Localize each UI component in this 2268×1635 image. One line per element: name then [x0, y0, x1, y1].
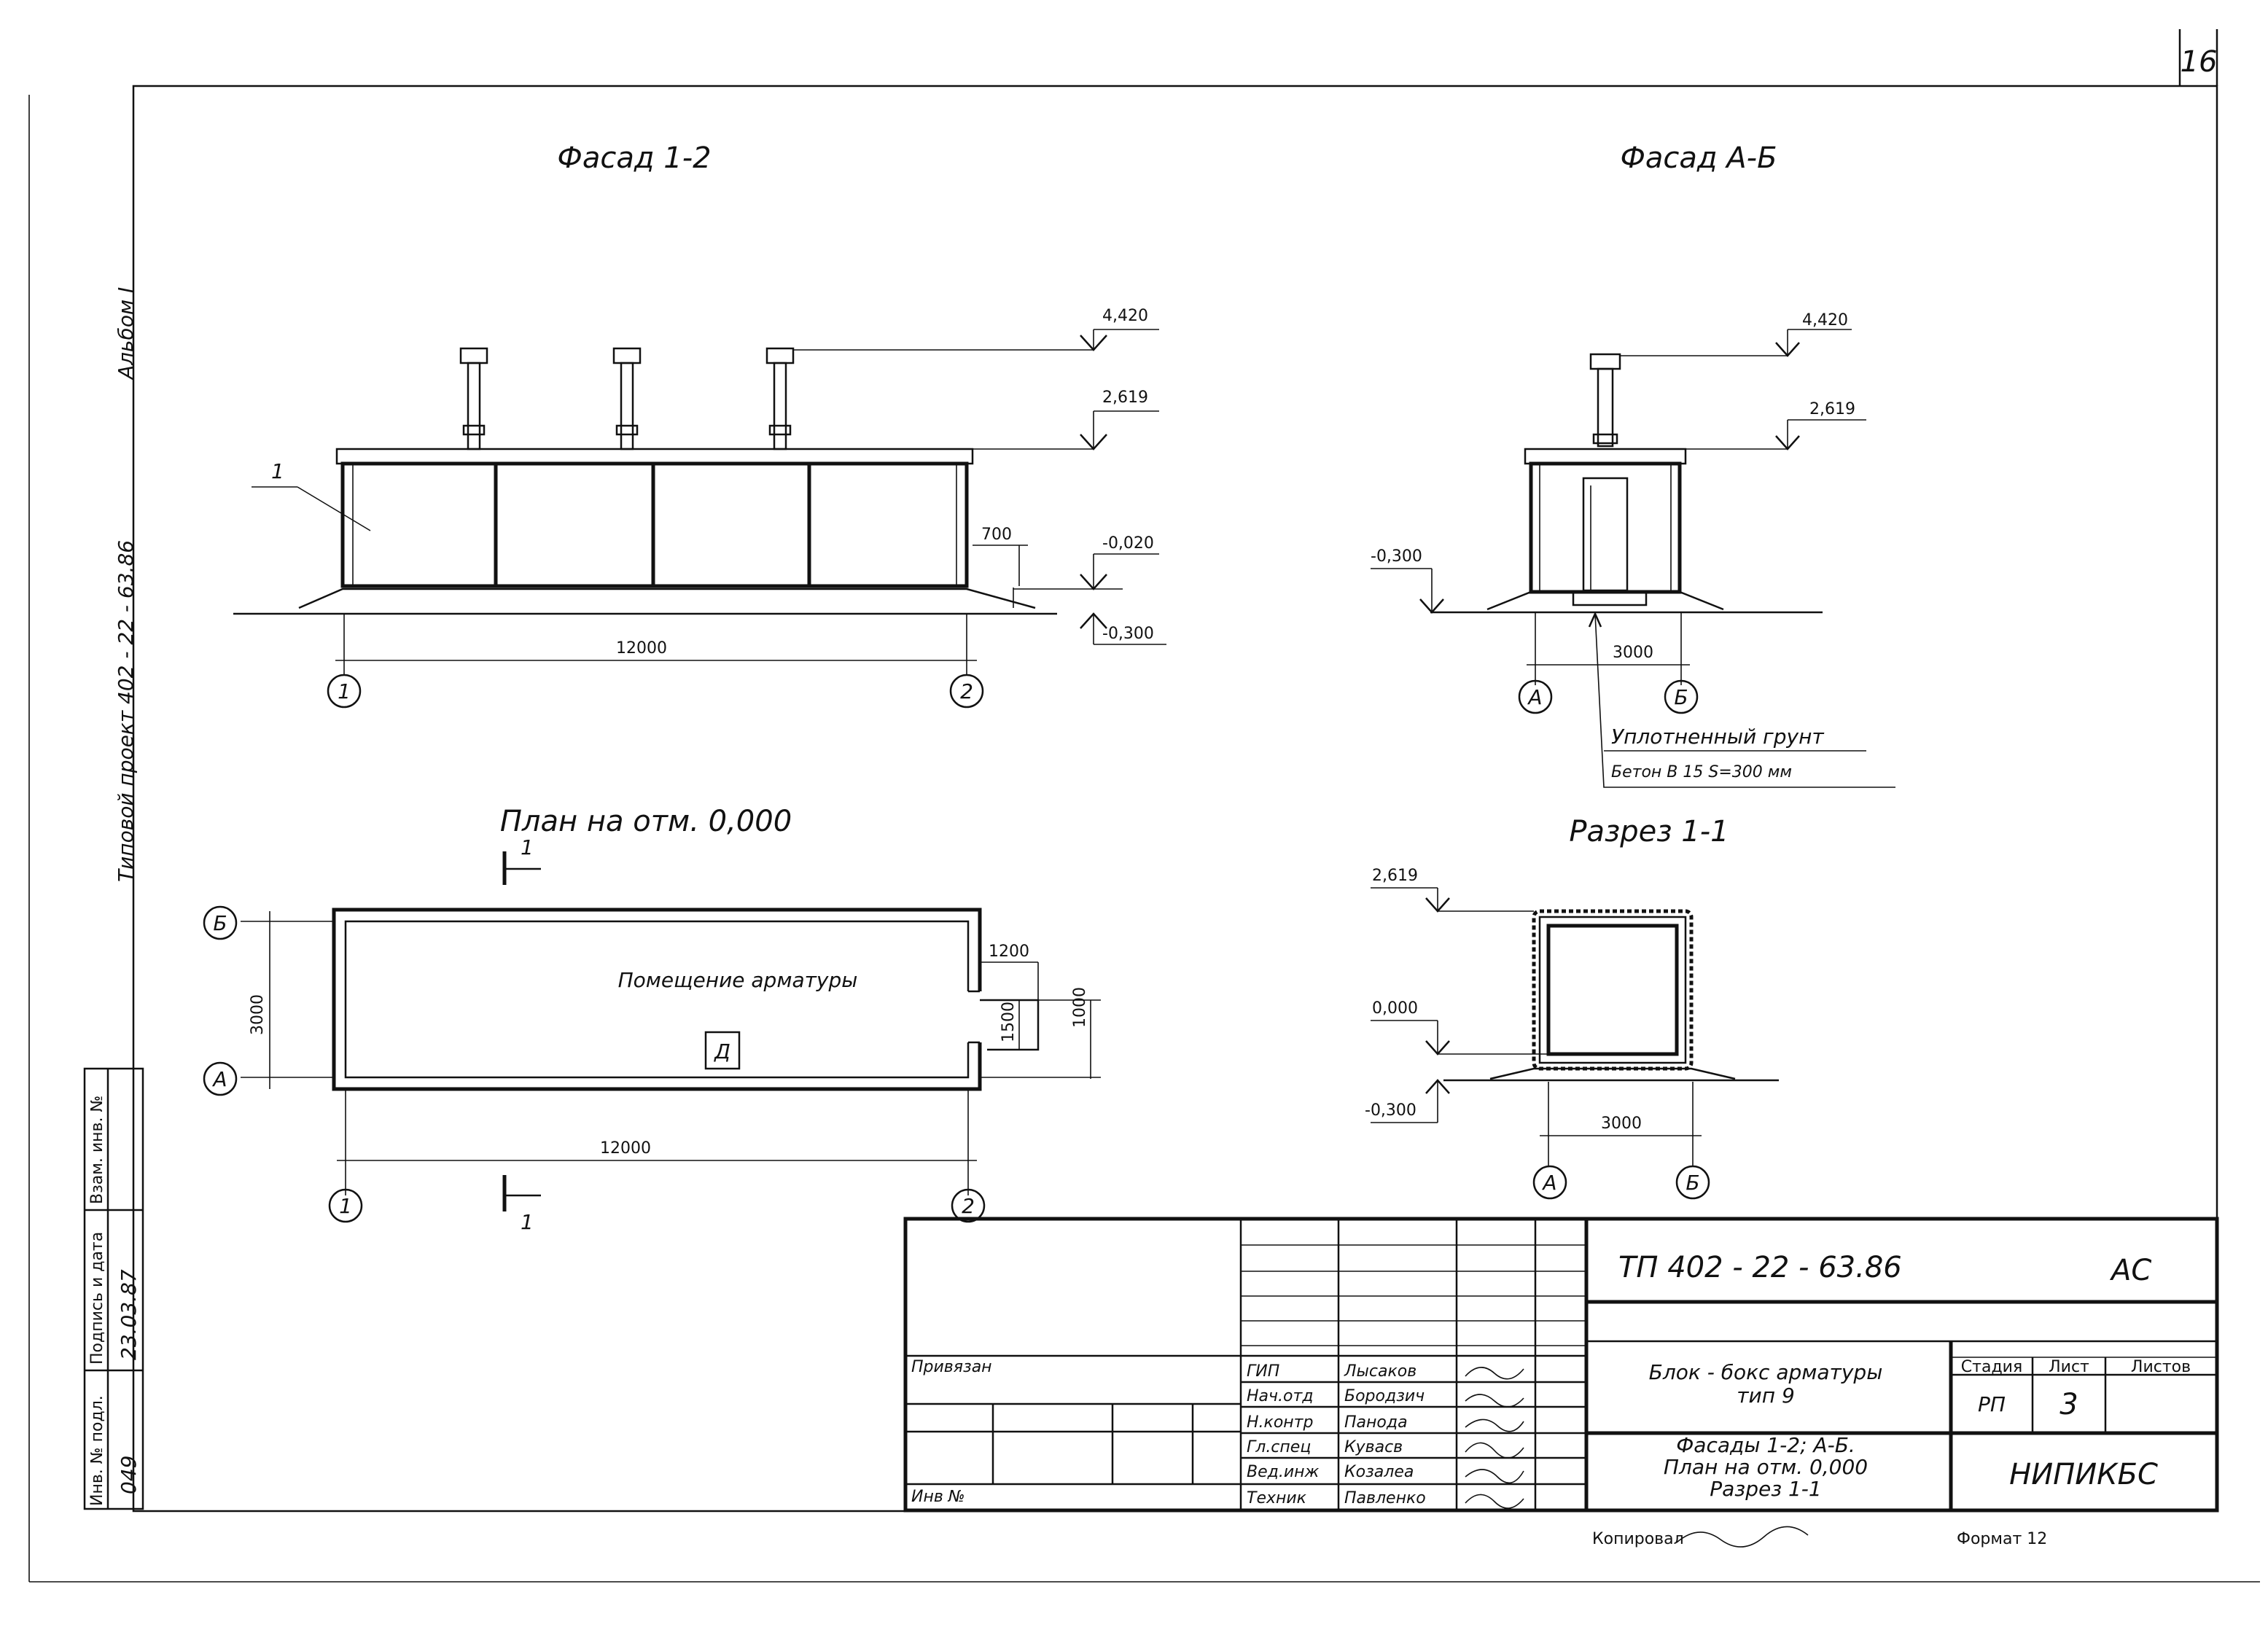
name-lead-eng: Козалеа [1344, 1463, 1414, 1481]
section-mark-2619: 2,619 [1372, 867, 1418, 885]
plan-view: План на отм. 0,000 1 1 Помещение арматур… [203, 805, 1101, 1234]
side-stamp-date-value: 23.03.87 [117, 1269, 141, 1360]
side-stamp-inv-value: 049 [117, 1456, 141, 1494]
sheet-name-line3: Разрез 1-1 [1710, 1477, 1821, 1501]
organization: НИПИКБС [2009, 1458, 2158, 1491]
plan-room-tag: Д [713, 1039, 730, 1064]
facade-a-b-note-ground: Уплотненный грунт [1611, 725, 1824, 749]
facade-1-2-dim-700: 700 [981, 526, 1012, 544]
facade-a-b-axis-b: Б [1674, 685, 1688, 709]
name-norm-control: Панода [1344, 1413, 1408, 1432]
plan-room-name: Помещение арматуры [618, 968, 858, 992]
side-stamp: Инв. № подл. Подпись и дата Взам. инв. №… [83, 1067, 144, 1510]
stage-heading: Стадия [1961, 1358, 2022, 1376]
facade-a-b-note-concrete: Бетон В 15 S=300 мм [1611, 763, 1792, 781]
signatures [1465, 1367, 1524, 1509]
section-title: Разрез 1-1 [1569, 815, 1729, 848]
sheet-name-line2: План на отм. 0,000 [1664, 1455, 1868, 1479]
role-gip: ГИП [1247, 1362, 1279, 1381]
title-block-suffix: АС [2109, 1254, 2151, 1287]
plan-cut-top: 1 [521, 835, 534, 859]
vent-pipes [459, 347, 795, 450]
plan-dim-1200: 1200 [989, 943, 1029, 961]
title-block-inv-no: Инв № [911, 1488, 965, 1506]
stage-value: РП [1978, 1392, 2006, 1416]
facade-1-2-mark-0020: -0,020 [1102, 534, 1154, 553]
object-name-line1: Блок - бокс арматуры [1649, 1360, 1883, 1384]
plan-dim-1500: 1500 [999, 1002, 1018, 1042]
facade-1-2-mark-4420: 4,420 [1102, 307, 1148, 325]
plan-width: 3000 [249, 994, 267, 1035]
sheet-number: 16 [2181, 45, 2218, 79]
facade-a-b-width: 3000 [1613, 644, 1653, 662]
sheet-heading: Лист [2049, 1358, 2089, 1376]
plan-axis-a: А [211, 1067, 227, 1091]
facade-1-2-mark-2619: 2,619 [1102, 389, 1148, 407]
footer: Копировал Формат 12 [1592, 1526, 2047, 1548]
facade-a-b: Фасад А-Б 4,420 2,619 -0,300 3000 [1371, 141, 1895, 788]
sheets-heading: Листов [2131, 1358, 2191, 1376]
facade-1-2-callout: 1 [271, 459, 284, 483]
plan-length: 12000 [600, 1139, 651, 1158]
side-stamp-label-inv: Инв. № подл. [88, 1395, 106, 1506]
side-stamp-label-sign: Подпись и дата [88, 1232, 106, 1365]
section-axis-a: А [1541, 1171, 1556, 1195]
name-head-dept: Бородзич [1344, 1387, 1425, 1405]
role-technician: Техник [1247, 1489, 1307, 1507]
title-block-privyazan: Привязан [911, 1358, 992, 1376]
facade-1-2-title: Фасад 1-2 [557, 141, 711, 175]
title-block: ТП 402 - 22 - 63.86 АС Привязан Инв № ГИ… [903, 1217, 2219, 1513]
section-mark-0000: 0,000 [1372, 999, 1418, 1018]
side-project: Типовой проект 402 - 22 - 63.86 [114, 540, 138, 882]
facade-1-2: Фасад 1-2 1 [233, 141, 1166, 709]
name-gip: Лысаков [1344, 1362, 1416, 1381]
side-stamp-label-replace: Взам. инв. № [88, 1096, 106, 1204]
title-block-code: ТП 402 - 22 - 63.86 [1618, 1251, 1902, 1284]
facade-a-b-mark-4420: 4,420 [1802, 311, 1848, 329]
copied-by-label: Копировал [1592, 1530, 1684, 1548]
plan-title: План на отм. 0,000 [500, 805, 792, 838]
drawing-frame [28, 29, 2260, 1583]
plan-axis-2: 2 [962, 1194, 975, 1218]
facade-a-b-mark-2619: 2,619 [1809, 400, 1855, 418]
section-axis-b: Б [1686, 1171, 1699, 1195]
role-lead-eng: Вед.инж [1247, 1463, 1320, 1481]
copier-signature [1676, 1526, 1809, 1548]
name-technician: Павленко [1344, 1489, 1426, 1507]
facade-1-2-axis-1: 1 [338, 679, 351, 703]
plan-axis-b: Б [213, 911, 227, 935]
section-1-1: Разрез 1-1 2,619 0,000 -0,300 3000 А Б [1365, 815, 1779, 1200]
format-label: Формат 12 [1957, 1530, 2047, 1548]
side-album: Альбом I [114, 287, 138, 381]
facade-1-2-mark-0300: -0,300 [1102, 625, 1154, 643]
role-chief-spec: Гл.спец [1247, 1438, 1311, 1456]
facade-a-b-axis-a: А [1527, 685, 1542, 709]
sheet-no-value: 3 [2059, 1388, 2078, 1421]
role-head-dept: Нач.отд [1247, 1387, 1314, 1405]
role-norm-control: Н.контр [1247, 1413, 1313, 1432]
plan-axis-1: 1 [339, 1194, 352, 1218]
facade-1-2-length: 12000 [616, 639, 667, 657]
sheet-name-line1: Фасады 1-2; А-Б. [1676, 1433, 1855, 1457]
facade-a-b-title: Фасад А-Б [1620, 141, 1777, 175]
section-mark-0300: -0,300 [1365, 1101, 1416, 1120]
plan-dim-1000: 1000 [1071, 987, 1089, 1028]
name-chief-spec: Кувасв [1344, 1438, 1403, 1456]
facade-1-2-axis-2: 2 [960, 679, 973, 703]
object-name-line2: тип 9 [1737, 1384, 1795, 1408]
facade-a-b-mark-0300: -0,300 [1371, 547, 1422, 566]
section-width: 3000 [1601, 1115, 1642, 1133]
plan-cut-bottom: 1 [521, 1210, 534, 1234]
